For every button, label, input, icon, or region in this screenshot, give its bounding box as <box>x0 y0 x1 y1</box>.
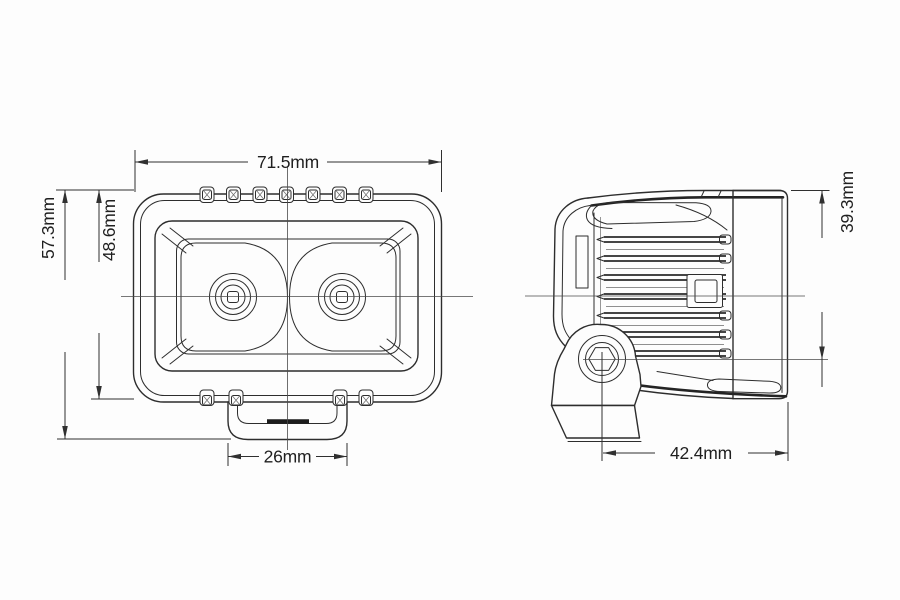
bezel-frame <box>154 220 419 372</box>
screw-icon <box>199 389 215 406</box>
dimension-front-total-height: 57.3mm <box>38 189 231 440</box>
screw-icon <box>226 186 241 203</box>
screw-icon <box>228 389 244 406</box>
bezel-step <box>575 235 589 289</box>
dimension-front-width: 71.5mm <box>134 150 442 192</box>
screw-icon <box>332 389 348 406</box>
dimension-front-body-height: 48.6mm <box>91 190 134 400</box>
screw-icon <box>199 186 215 203</box>
corner-chamfer-lines <box>161 227 412 365</box>
top-screws <box>199 186 374 203</box>
screw-icon <box>305 186 321 203</box>
dimension-label-front-total-height: 57.3mm <box>38 197 58 259</box>
screw-icon <box>358 186 374 203</box>
rear-panel <box>732 189 789 400</box>
bottom-cap <box>627 371 788 400</box>
heatsink-fin <box>596 253 732 269</box>
dimension-side-height: 39.3mm <box>791 171 857 387</box>
front-view <box>121 167 473 450</box>
cap-seam-notch <box>700 190 722 198</box>
reflector-pocket-left <box>180 242 288 352</box>
dimension-label-side-depth: 42.4mm <box>670 443 732 463</box>
mounting-foot <box>550 404 641 439</box>
led-emitter-right <box>318 273 366 321</box>
screw-icon <box>332 186 347 203</box>
dimension-label-front-width: 71.5mm <box>257 152 319 172</box>
dimension-label-front-body-height: 48.6mm <box>99 199 119 261</box>
lens-profile-outer <box>552 197 589 348</box>
dimension-label-bracket-width: 26mm <box>264 447 312 467</box>
bottom-screws <box>199 389 374 406</box>
heatsink-fin <box>596 310 732 326</box>
dimension-bracket-width: 26mm <box>227 443 348 467</box>
screw-icon <box>279 186 294 203</box>
screw-icon <box>358 389 374 406</box>
dimension-side-depth: 42.4mm <box>603 402 789 463</box>
dimension-label-side-height: 39.3mm <box>837 171 857 233</box>
heatsink-fin <box>596 234 732 250</box>
lens-profile-inner <box>561 205 591 342</box>
screw-icon <box>252 186 268 203</box>
reflector-pocket-right <box>289 242 397 352</box>
top-cap <box>585 189 785 231</box>
side-view <box>525 189 828 461</box>
led-emitter-left <box>209 273 257 321</box>
connector-block <box>686 274 723 308</box>
